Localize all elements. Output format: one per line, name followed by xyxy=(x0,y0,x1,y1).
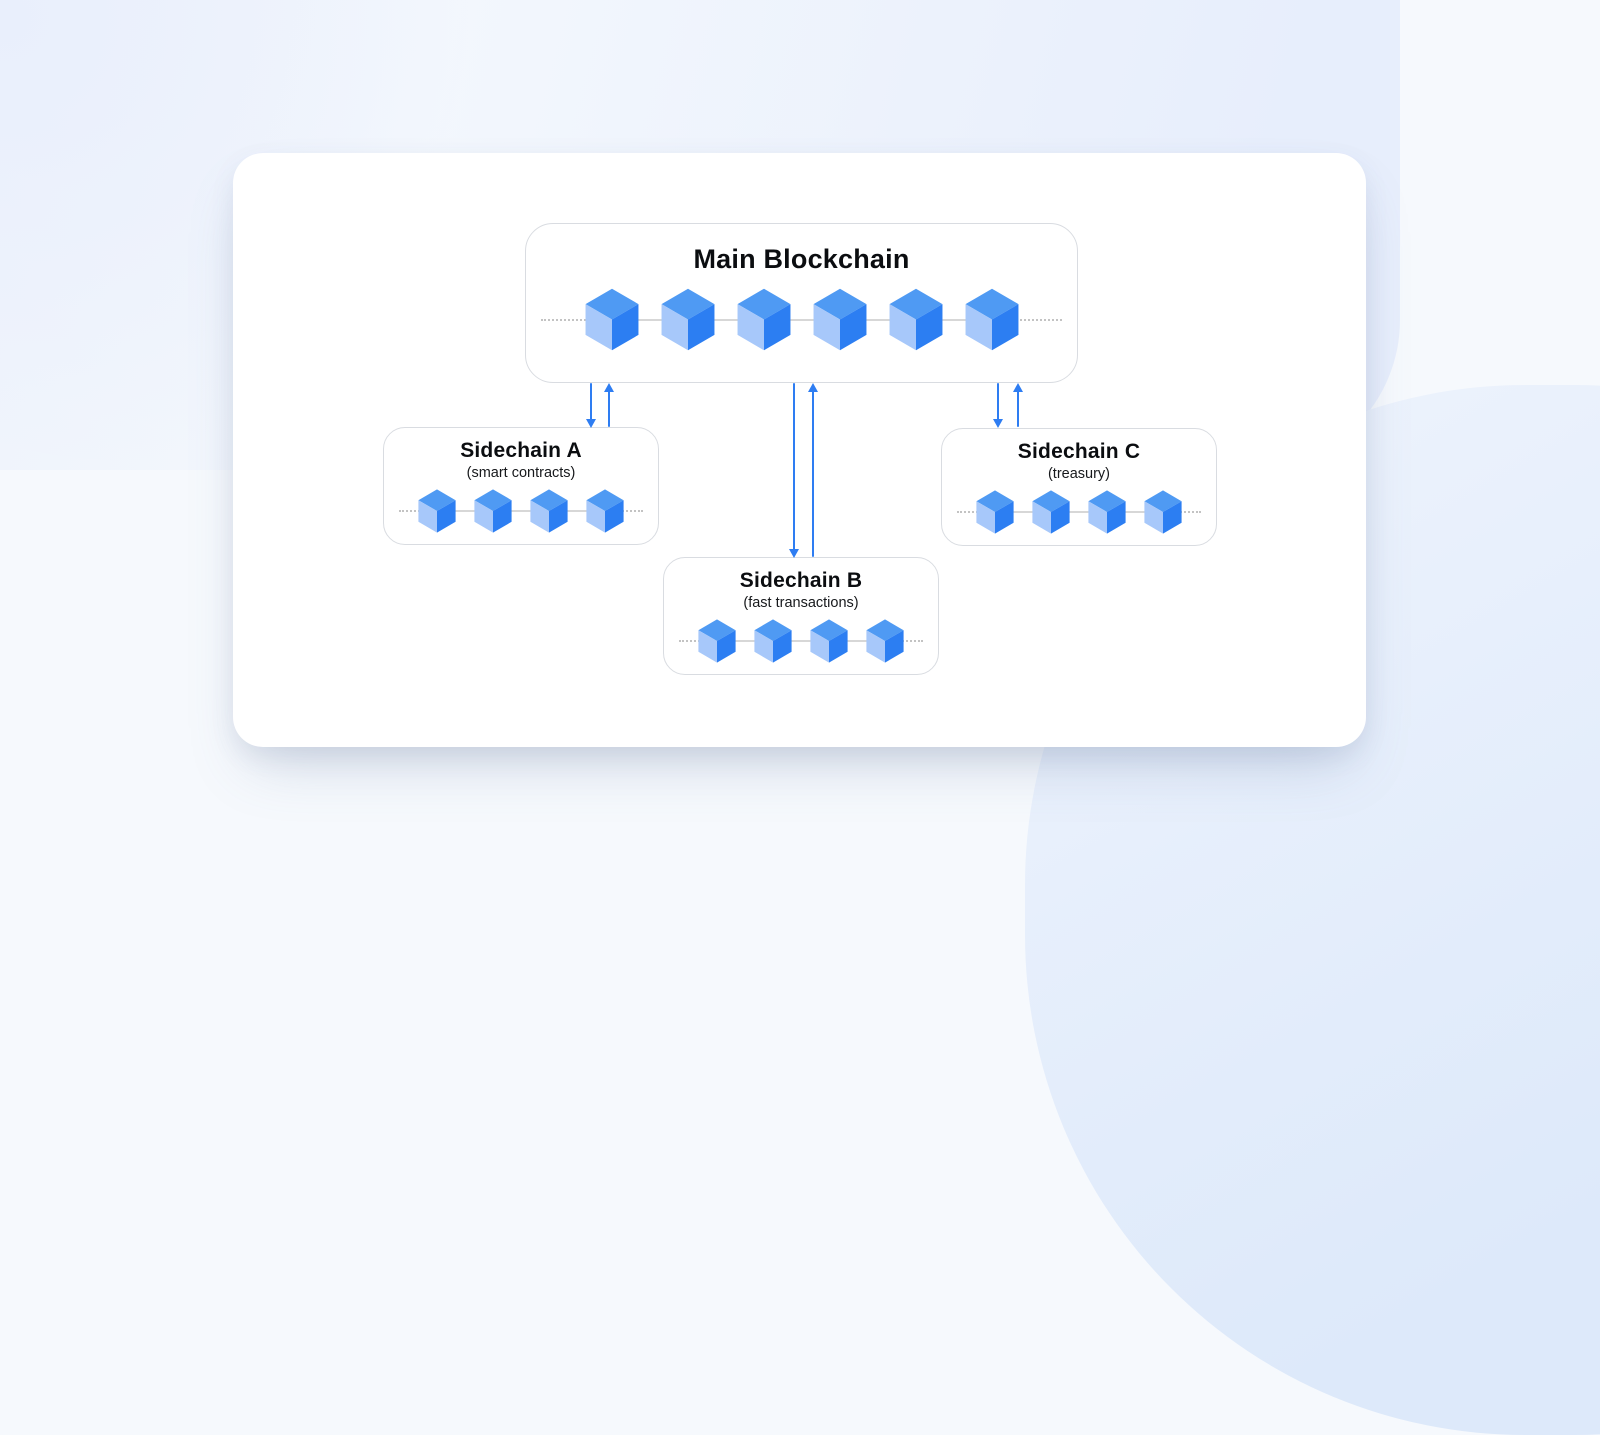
sidechain-a-box: Sidechain A (smart contracts) xyxy=(383,427,659,545)
main-blockchain-box: Main Blockchain xyxy=(525,223,1078,383)
block-cube-icon xyxy=(813,288,866,351)
sidechain-a-subtitle: (smart contracts) xyxy=(466,465,576,481)
sidechain-b-box: Sidechain B (fast transactions) xyxy=(663,557,939,675)
arrow-main-to-sidechain-b xyxy=(793,383,795,551)
sidechain-a-title: Sidechain A xyxy=(460,439,582,462)
sidechain-c-subtitle: (treasury) xyxy=(1047,466,1111,482)
block-cube-icon xyxy=(1032,490,1070,534)
block-cube-icon xyxy=(1144,490,1182,534)
block-cube-icon xyxy=(810,619,848,663)
sidechain-a-chain xyxy=(384,489,658,533)
block-cube-icon xyxy=(418,489,456,533)
sidechain-b-blocks xyxy=(698,619,904,663)
block-cube-icon xyxy=(530,489,568,533)
arrow-sidechain-b-to-main xyxy=(812,390,814,557)
sidechain-b-title: Sidechain B xyxy=(739,569,863,592)
block-cube-icon xyxy=(976,490,1014,534)
sidechain-b-chain xyxy=(664,619,938,663)
block-cube-icon xyxy=(737,288,790,351)
sidechain-c-title: Sidechain C xyxy=(1017,440,1141,463)
arrow-main-to-sidechain-a xyxy=(590,383,592,421)
block-cube-icon xyxy=(474,489,512,533)
block-cube-icon xyxy=(965,288,1018,351)
block-cube-icon xyxy=(661,288,714,351)
sidechain-a-blocks xyxy=(418,489,624,533)
block-cube-icon xyxy=(586,489,624,533)
block-cube-icon xyxy=(889,288,942,351)
block-cube-icon xyxy=(754,619,792,663)
arrow-main-to-sidechain-c xyxy=(997,383,999,421)
block-cube-icon xyxy=(698,619,736,663)
diagram-card: Main Blockchain xyxy=(233,153,1366,747)
sidechain-c-chain xyxy=(942,490,1216,534)
block-cube-icon xyxy=(585,288,638,351)
main-blockchain-blocks xyxy=(585,288,1019,351)
main-blockchain-chain xyxy=(526,288,1077,351)
arrow-sidechain-a-to-main xyxy=(608,390,610,427)
sidechain-c-blocks xyxy=(976,490,1182,534)
block-cube-icon xyxy=(866,619,904,663)
main-blockchain-title: Main Blockchain xyxy=(693,244,910,274)
arrow-sidechain-c-to-main xyxy=(1017,390,1019,427)
sidechain-b-subtitle: (fast transactions) xyxy=(743,595,859,611)
block-cube-icon xyxy=(1088,490,1126,534)
sidechain-c-box: Sidechain C (treasury) xyxy=(941,428,1217,546)
